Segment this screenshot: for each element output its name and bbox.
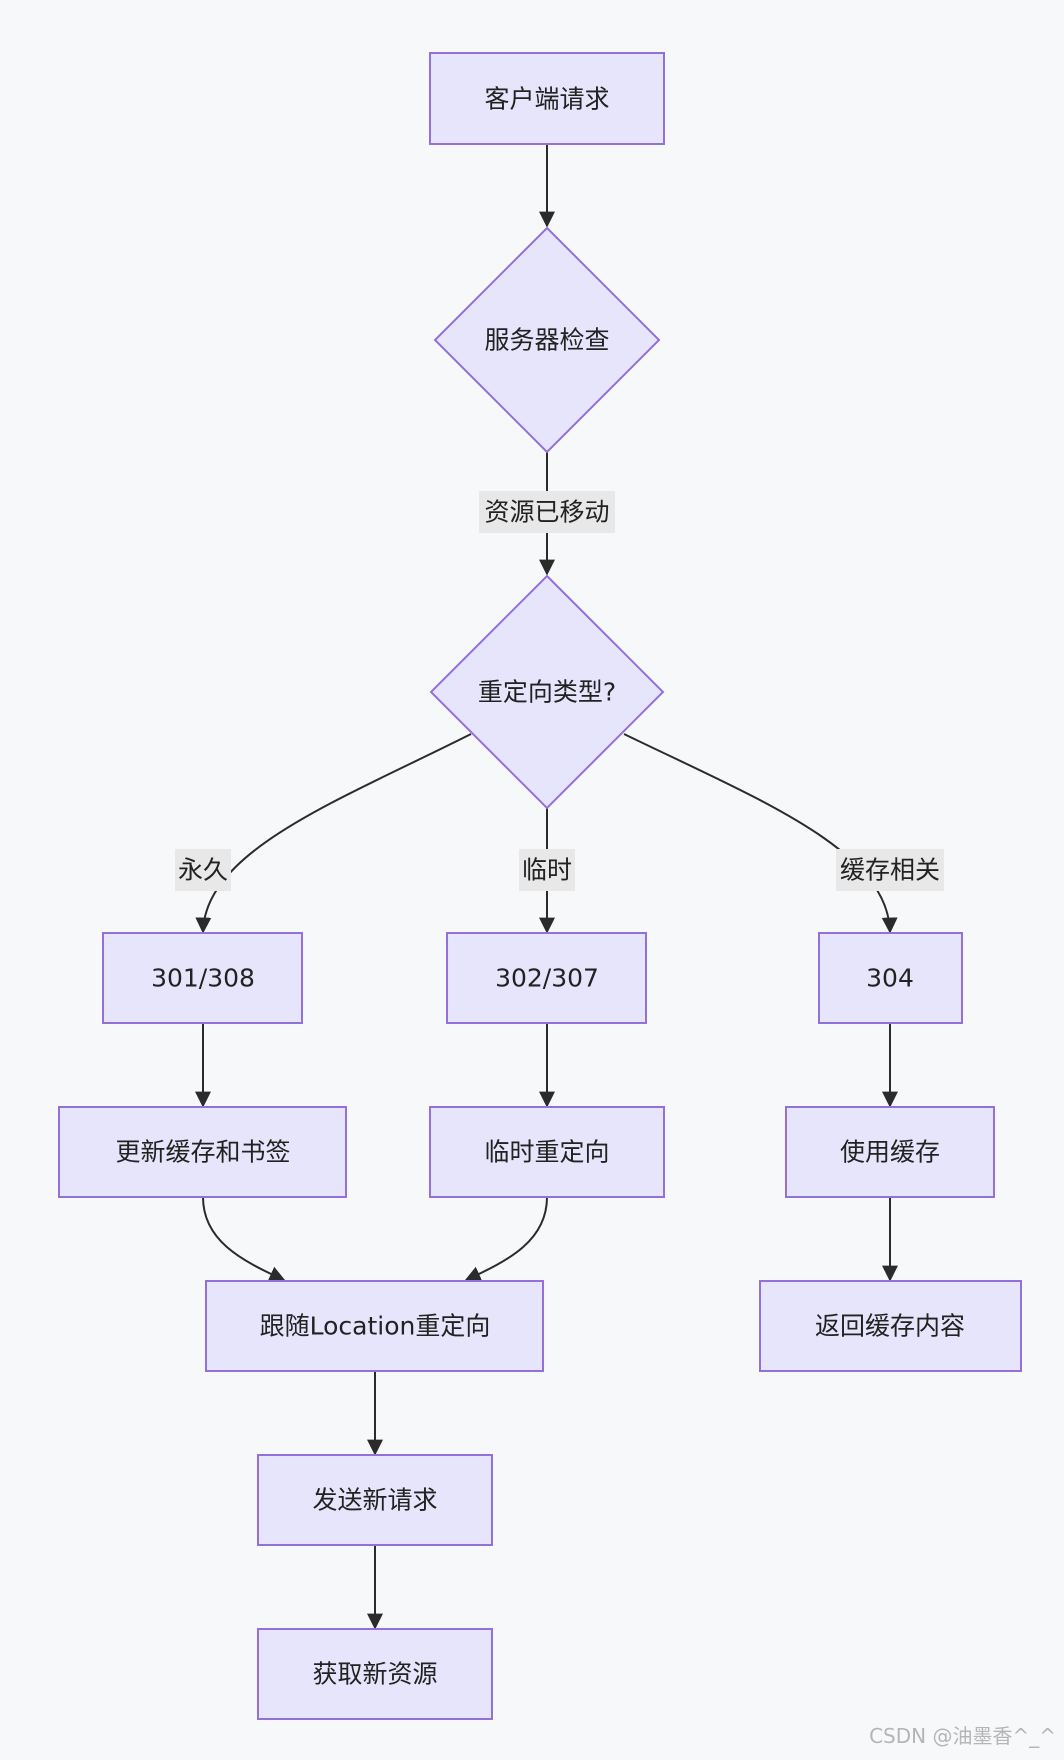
node-server-check-label: 服务器检查: [484, 326, 609, 355]
edge-label-permanent-text: 永久: [178, 856, 228, 885]
node-follow-location: 跟随Location重定向: [205, 1280, 544, 1372]
node-redirect-type-label: 重定向类型?: [478, 678, 616, 707]
node-code-304-label: 304: [866, 964, 914, 993]
node-return-cached-label: 返回缓存内容: [815, 1312, 965, 1341]
node-get-new-resource-label: 获取新资源: [312, 1660, 437, 1689]
node-return-cached: 返回缓存内容: [759, 1280, 1022, 1372]
edge-redirect-to-304: [623, 733, 898, 934]
node-update-cache-bookmarks: 更新缓存和书签: [58, 1106, 347, 1198]
edge-label-temporary-text: 临时: [522, 856, 572, 885]
edge-temp-to-follow: [464, 1196, 548, 1282]
node-code-301-308-label: 301/308: [151, 964, 255, 993]
node-temp-redirect: 临时重定向: [429, 1106, 665, 1198]
node-client-request-label: 客户端请求: [484, 85, 609, 114]
edge-label-moved-text: 资源已移动: [484, 498, 609, 527]
node-get-new-resource: 获取新资源: [257, 1628, 493, 1720]
node-client-request: 客户端请求: [429, 52, 665, 145]
node-follow-location-label: 跟随Location重定向: [260, 1312, 491, 1341]
watermark: CSDN @油墨香^_^: [869, 1724, 1056, 1748]
edge-label-permanent: 永久: [175, 849, 231, 891]
node-use-cache: 使用缓存: [785, 1106, 995, 1198]
node-temp-redirect-label: 临时重定向: [484, 1138, 609, 1167]
edge-redirect-to-301: [195, 733, 472, 934]
node-code-302-307-label: 302/307: [495, 964, 599, 993]
edge-label-moved: 资源已移动: [479, 491, 615, 533]
node-send-new-request-label: 发送新请求: [312, 1486, 437, 1515]
edge-update-to-follow: [202, 1196, 286, 1282]
node-send-new-request: 发送新请求: [257, 1454, 493, 1546]
edge-label-cache-related: 缓存相关: [836, 849, 944, 891]
edge-label-cache-related-text: 缓存相关: [840, 856, 940, 885]
edges: [195, 144, 898, 1630]
node-use-cache-label: 使用缓存: [840, 1138, 940, 1167]
node-redirect-type: 重定向类型?: [429, 574, 665, 810]
node-code-301-308: 301/308: [102, 932, 303, 1024]
edge-label-temporary: 临时: [519, 849, 575, 891]
node-server-check: 服务器检查: [433, 226, 661, 454]
node-code-302-307: 302/307: [446, 932, 647, 1024]
node-update-cache-bookmarks-label: 更新缓存和书签: [115, 1138, 290, 1167]
node-code-304: 304: [818, 932, 963, 1024]
